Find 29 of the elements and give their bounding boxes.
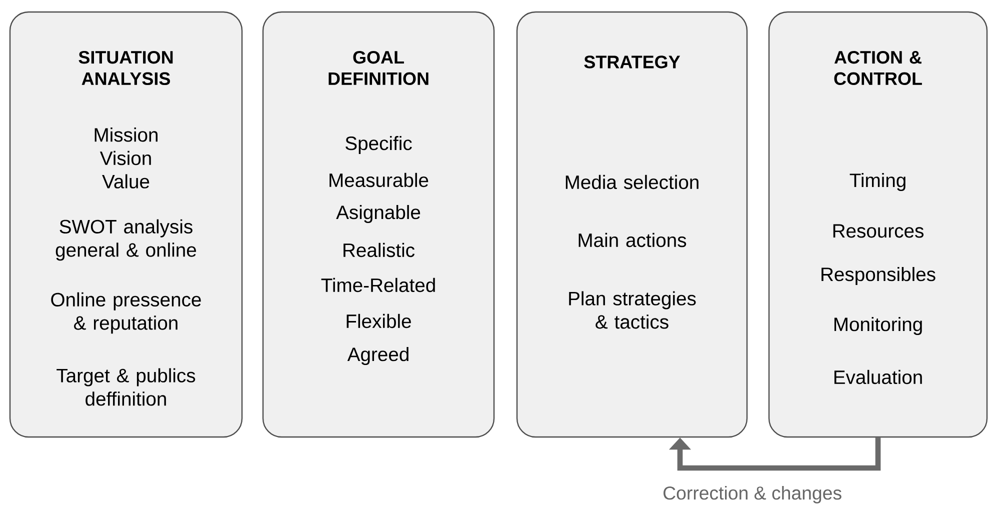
list-item: Agreed — [347, 346, 408, 365]
list-item: Measurable — [330, 172, 428, 188]
list-item: Responsibles — [822, 266, 936, 285]
list-item: Evaluation — [834, 370, 922, 384]
list-item: Asignable — [336, 204, 420, 223]
list-item: Media selection — [566, 174, 698, 190]
stage-box — [768, 11, 988, 438]
stage-box — [262, 11, 495, 438]
stage-heading: STRATEGY — [584, 56, 680, 68]
list-item: Resources — [833, 224, 924, 238]
list-item: Specific — [346, 136, 412, 154]
list-item: Plan strategies & tactics — [569, 291, 696, 329]
stage-heading: SITUATION ANALYSIS — [78, 50, 173, 86]
stage-heading: GOAL DEFINITION — [328, 50, 428, 86]
list-item: Timing — [850, 172, 906, 191]
stage-box — [516, 11, 748, 438]
feedback-arrow — [668, 438, 881, 471]
list-item: Monitoring — [834, 316, 922, 335]
list-item: Time-Related — [321, 278, 435, 292]
list-item: SWOT analysis general & online — [56, 219, 196, 261]
edge-label: Correction & changes — [661, 484, 844, 505]
list-item: Target & publics deffinition — [56, 368, 196, 406]
list-item: Main actions — [578, 232, 686, 248]
list-item: Mission Vision Value — [94, 128, 158, 188]
list-item: Flexible — [346, 314, 411, 328]
stage-heading: ACTION & CONTROL — [834, 50, 922, 86]
list-item: Online pressence & reputation — [51, 292, 201, 334]
list-item: Realistic — [344, 242, 415, 258]
stage-box — [9, 11, 243, 438]
